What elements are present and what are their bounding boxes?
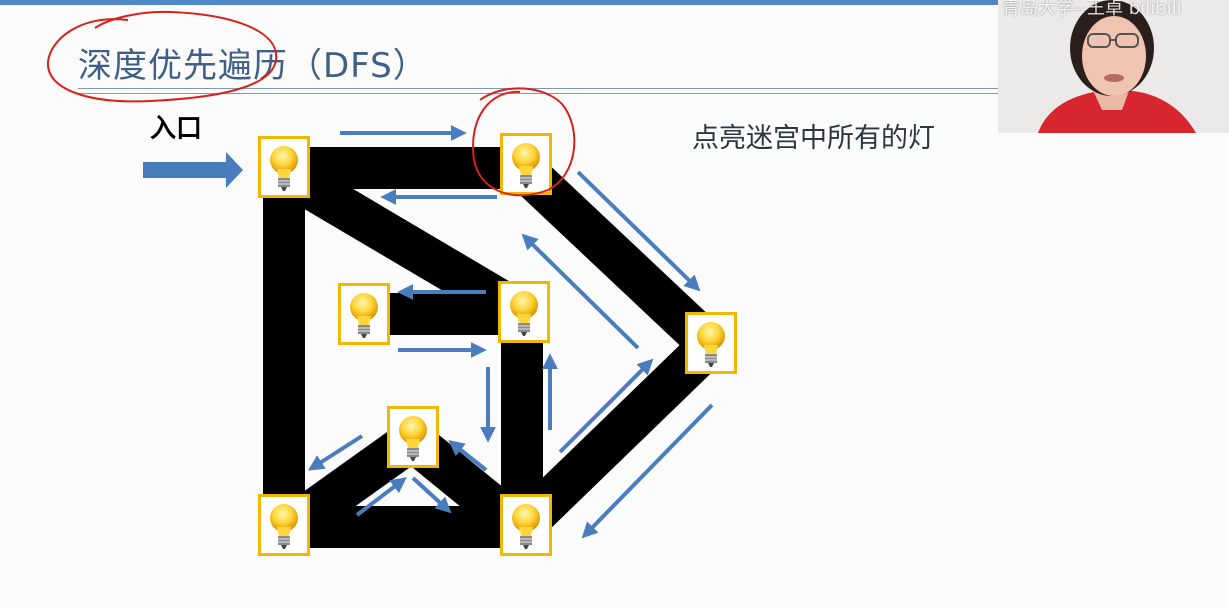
red-annotations [46,10,576,197]
lightbulb-icon [258,494,310,556]
arrow-icon [558,358,654,454]
lightbulb-icon [498,281,550,343]
arrow-icon [411,476,452,514]
lightbulb-icon [500,133,552,195]
traversal-arrows [307,125,714,539]
slide-top-bar [0,0,1229,5]
bulb-circle-annotation [472,87,576,197]
lightbulb-icon [685,312,737,374]
lightbulb-icon [338,283,390,345]
arrow-icon [307,434,364,471]
arrow-icon [355,477,407,517]
arrow-icon [448,440,488,472]
arrow-icon [581,403,714,539]
slide-title: 深度优先遍历（DFS） [78,46,428,86]
maze-path-lower-right [507,329,725,543]
entrance-label: 入口 [150,114,203,144]
maze-path-upper-right [507,152,725,361]
lightbulb-icon [500,494,552,556]
lightbulb-icon [387,406,439,468]
video-watermark: 青岛大学--王卓 bilibili [1002,0,1182,19]
lightbulb-icon [258,136,310,198]
title-divider-secondary [78,93,998,94]
presenter-video-frame [998,0,1229,133]
slide-subtitle: 点亮迷宫中所有的灯 [692,123,935,154]
title-divider [78,88,998,89]
arrow-icon [521,233,640,350]
arrow-icon [576,170,701,292]
presenter-webcam: 青岛大学--王卓 bilibili [998,0,1229,133]
title-circle-annotation [46,10,278,103]
entrance-arrow-icon [143,152,243,188]
